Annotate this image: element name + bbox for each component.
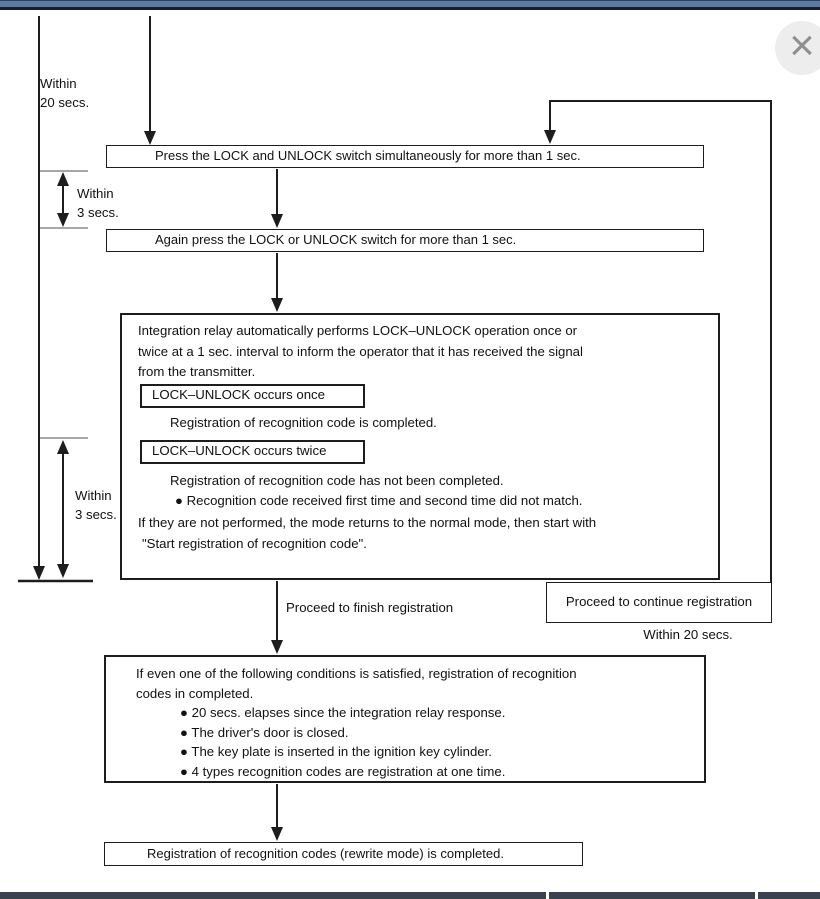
branch-label-continue: Proceed to continue registration (546, 582, 772, 623)
step-press-lock-and-unlock: Press the LOCK and UNLOCK switch simulta… (106, 145, 704, 168)
condition-item: ● The driver's door is closed. (180, 724, 349, 740)
timer-label-line: 3 secs. (75, 507, 117, 522)
condition-item: ● The key plate is inserted in the ignit… (180, 744, 492, 759)
step-relay-response: Integration relay automatically performs… (120, 313, 720, 580)
step-registration-completed: Registration of recognition codes (rewri… (104, 842, 583, 866)
relay-intro-line: from the transmitter. (138, 364, 256, 379)
result-lock-unlock-once: LOCK–UNLOCK occurs once (140, 383, 365, 408)
timer-label-line: 20 secs. (40, 95, 90, 110)
bottom-bar-segment (0, 892, 546, 899)
timer-label-line: Within (40, 76, 77, 91)
timer-label-3secs-response: Within 3 secs. (75, 486, 117, 524)
window-top-bar (0, 0, 820, 10)
conditions-intro-line: If even one of the following conditions … (136, 666, 577, 681)
close-button[interactable]: × (775, 21, 820, 75)
relay-fallback-line: If they are not performed, the mode retu… (138, 514, 597, 530)
timer-label-line: 3 secs. (77, 205, 119, 220)
arrow-continue-loop (544, 100, 772, 582)
branch-label-finish: Proceed to finish registration (286, 600, 454, 615)
conditions-intro-line: codes in completed. (136, 685, 254, 701)
step-completion-conditions: If even one of the following conditions … (104, 655, 706, 783)
timer-label-line: Within (77, 186, 114, 201)
timer-label-3secs-between: Within 3 secs. (77, 184, 119, 222)
bottom-bar-segment (549, 892, 755, 899)
result-lock-unlock-twice: LOCK–UNLOCK occurs twice (140, 439, 365, 464)
relay-intro-line: Integration relay automatically performs… (138, 323, 578, 338)
condition-item: ● 20 secs. elapses since the integration… (180, 705, 506, 720)
step-press-lock-or-unlock-again: Again press the LOCK or UNLOCK switch fo… (106, 229, 704, 252)
result-once-caption: Registration of recognition code is comp… (170, 414, 437, 430)
condition-item: ● 4 types recognition codes are registra… (180, 763, 506, 779)
bottom-bar-segment (758, 892, 820, 899)
result-twice-caption: Registration of recognition code has not… (170, 472, 504, 488)
relay-intro-line: twice at a 1 sec. interval to inform the… (138, 343, 583, 359)
close-icon: × (789, 21, 815, 70)
timer-label-20secs: Within 20 secs. (40, 74, 89, 112)
timer-label-line: Within (75, 488, 112, 503)
timer-label-loop-20secs: Within 20 secs. (643, 627, 733, 642)
result-twice-bullet: ● Recognition code received first time a… (175, 492, 583, 508)
relay-fallback-line: "Start registration of recognition code"… (142, 535, 367, 551)
